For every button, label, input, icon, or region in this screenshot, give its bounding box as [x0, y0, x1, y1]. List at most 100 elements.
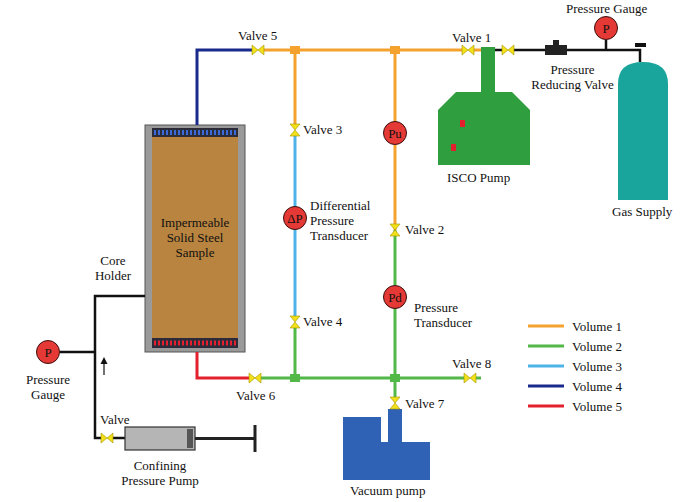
label-text: Gas Supply [612, 204, 672, 219]
flow-arrow [103, 363, 104, 375]
label-text: Valve 3 [303, 122, 342, 137]
confining-pump-rod [195, 425, 255, 452]
isco-pump [438, 47, 530, 165]
part-label: ISCO Pump [447, 170, 510, 185]
top-distributor [154, 130, 236, 135]
legend-text: Volume 3 [572, 359, 622, 374]
legend-text: Volume 1 [572, 319, 622, 334]
vacuum-pump-motor [343, 417, 381, 443]
label-text: Valve 5 [238, 28, 277, 43]
pump-indicator [451, 144, 456, 151]
pipe-connector [394, 145, 397, 230]
label-text: Valve 4 [303, 314, 342, 329]
confining-pump-piston [187, 429, 193, 448]
valve-symbol [290, 124, 300, 136]
valve-symbol [462, 45, 474, 55]
label-text: Valve 2 [405, 222, 444, 237]
label-text: Core Holder [86, 253, 140, 283]
volume-5-pipe [197, 352, 249, 378]
core-holder-body [145, 125, 245, 352]
part-label: Valve 4 [303, 314, 342, 329]
part-label: Pressure Reducing Valve [525, 62, 620, 92]
gauge-symbol: P [44, 345, 51, 360]
legend-line [528, 343, 564, 349]
sample-block: Impermeable Solid Steel Sample [152, 137, 238, 338]
gauge-circle: P [36, 340, 60, 364]
legend-text: Volume 5 [572, 399, 622, 414]
gauge-circle: P [594, 16, 618, 40]
flow-arrow-head [101, 357, 108, 364]
pipe-connector-group [395, 145, 396, 285]
label-text: Differential Pressure Transducer [310, 198, 382, 243]
confining-pump-barrel [125, 427, 195, 450]
part-label: Vacuum pump [350, 483, 425, 498]
legend-line [528, 323, 564, 329]
sample-label: Impermeable Solid Steel Sample [155, 215, 235, 260]
top-end-cap [152, 128, 238, 137]
label-text: Pressure Reducing Valve [525, 62, 620, 92]
volume-4-pipe [197, 50, 252, 125]
gauge-symbol: ΔP [287, 211, 303, 226]
part-label: Valve 8 [452, 356, 491, 371]
label-text: Valve 6 [236, 388, 275, 403]
label-text: Valve 1 [452, 30, 491, 45]
label-text: Pressure Transducer [414, 300, 494, 330]
tee-joint [290, 374, 300, 382]
valve-symbol [290, 316, 300, 328]
legend-text: Volume 2 [572, 339, 622, 354]
legend-line [528, 403, 564, 409]
legend-text: Volume 4 [572, 379, 622, 394]
part-label: Valve 2 [405, 222, 444, 237]
part-label: Valve 3 [303, 122, 342, 137]
label-text: Confining Pressure Pump [115, 458, 205, 488]
valve-symbol [249, 373, 261, 383]
gauge-symbol: P [602, 21, 609, 36]
part-label: Valve 5 [238, 28, 277, 43]
part-label: Valve 1 [452, 30, 491, 45]
part-label: Valve [100, 412, 130, 427]
part-label: Differential Pressure Transducer [310, 198, 382, 243]
confining-line [60, 296, 145, 438]
legend-row: Volume 2 [528, 336, 622, 356]
pressure-reducing-valve [545, 45, 567, 55]
gauge-circle: Pd [383, 285, 407, 309]
gas-line [495, 40, 640, 62]
part-label: Valve 7 [405, 396, 444, 411]
pipe-connector [394, 230, 397, 285]
label-text: Valve 7 [405, 396, 444, 411]
legend-row: Volume 3 [528, 356, 622, 376]
legend-row: Volume 5 [528, 396, 622, 416]
legend-line-stroke [528, 325, 564, 328]
legend-line-stroke [528, 345, 564, 348]
cylinder-valve-handle [635, 43, 646, 47]
legend-line [528, 363, 564, 369]
tee-joint [290, 46, 300, 54]
valve-symbol [252, 45, 264, 55]
part-label: Pressure Gauge [16, 372, 80, 402]
valve-symbol [390, 224, 400, 236]
label-text: Pressure Gauge [16, 372, 80, 402]
tee-joint [390, 46, 400, 54]
tee-joint [390, 374, 400, 382]
legend-row: Volume 4 [528, 376, 622, 396]
part-label: Valve 6 [236, 388, 275, 403]
legend: Volume 1 Volume 2 Volume 3 Volume 4 Volume 5 [528, 316, 622, 416]
valve-symbol [464, 373, 476, 383]
gauge-symbol: Pu [388, 126, 402, 141]
legend-line-stroke [528, 405, 564, 408]
legend-line-stroke [528, 365, 564, 368]
pressure-reducing-valve-knob [553, 40, 559, 45]
gauge-circle: ΔP [283, 206, 307, 230]
vacuum-pump [343, 409, 430, 480]
part-label: Core Holder [86, 253, 140, 283]
pump-indicator [460, 120, 465, 127]
gauge-symbol: Pd [388, 290, 402, 305]
label-text: Valve 8 [452, 356, 491, 371]
label-text: Vacuum pump [350, 483, 425, 498]
valve-symbol [101, 433, 113, 443]
label-text: ISCO Pump [447, 170, 510, 185]
label-text: Pressure Gauge [566, 1, 647, 16]
part-label: Pressure Gauge [566, 1, 647, 16]
label-text: Valve [100, 412, 130, 427]
